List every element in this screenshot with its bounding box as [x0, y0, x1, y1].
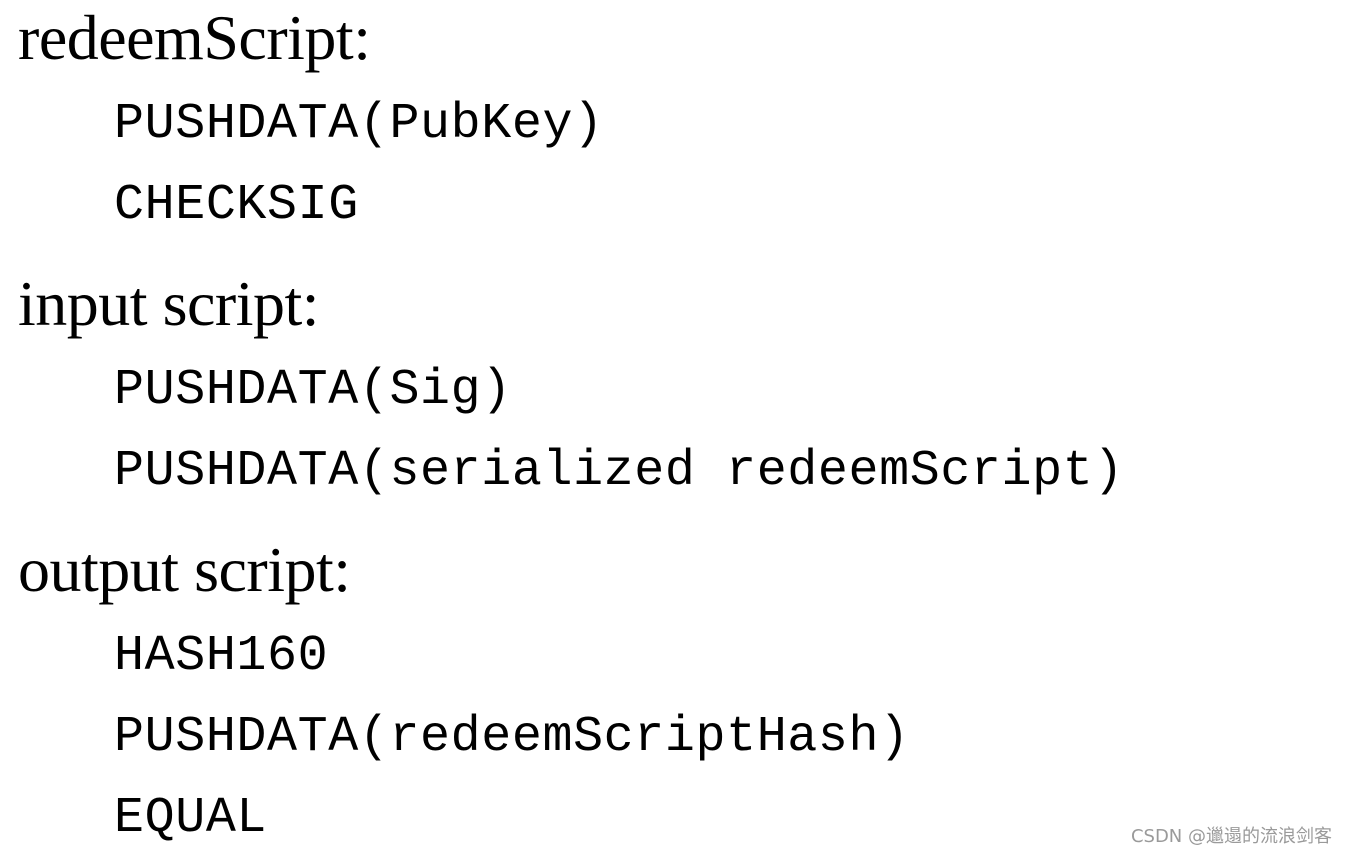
- redeem-script-heading: redeemScript:: [18, 2, 371, 73]
- code-line-checksig: CHECKSIG: [114, 177, 359, 234]
- code-line-equal: EQUAL: [114, 790, 268, 847]
- code-line-pushdata-redeem-script-hash: PUSHDATA(redeemScriptHash): [114, 709, 910, 766]
- output-script-heading: output script:: [18, 534, 351, 605]
- code-line-pushdata-serialized-redeem-script: PUSHDATA(serialized redeemScript): [114, 443, 1124, 500]
- code-line-pushdata-pubkey: PUSHDATA(PubKey): [114, 96, 604, 153]
- csdn-watermark: CSDN @邋遢的流浪剑客: [1130, 826, 1332, 847]
- code-line-pushdata-sig: PUSHDATA(Sig): [114, 362, 512, 419]
- code-line-hash160: HASH160: [114, 628, 329, 685]
- input-script-heading: input script:: [18, 268, 320, 339]
